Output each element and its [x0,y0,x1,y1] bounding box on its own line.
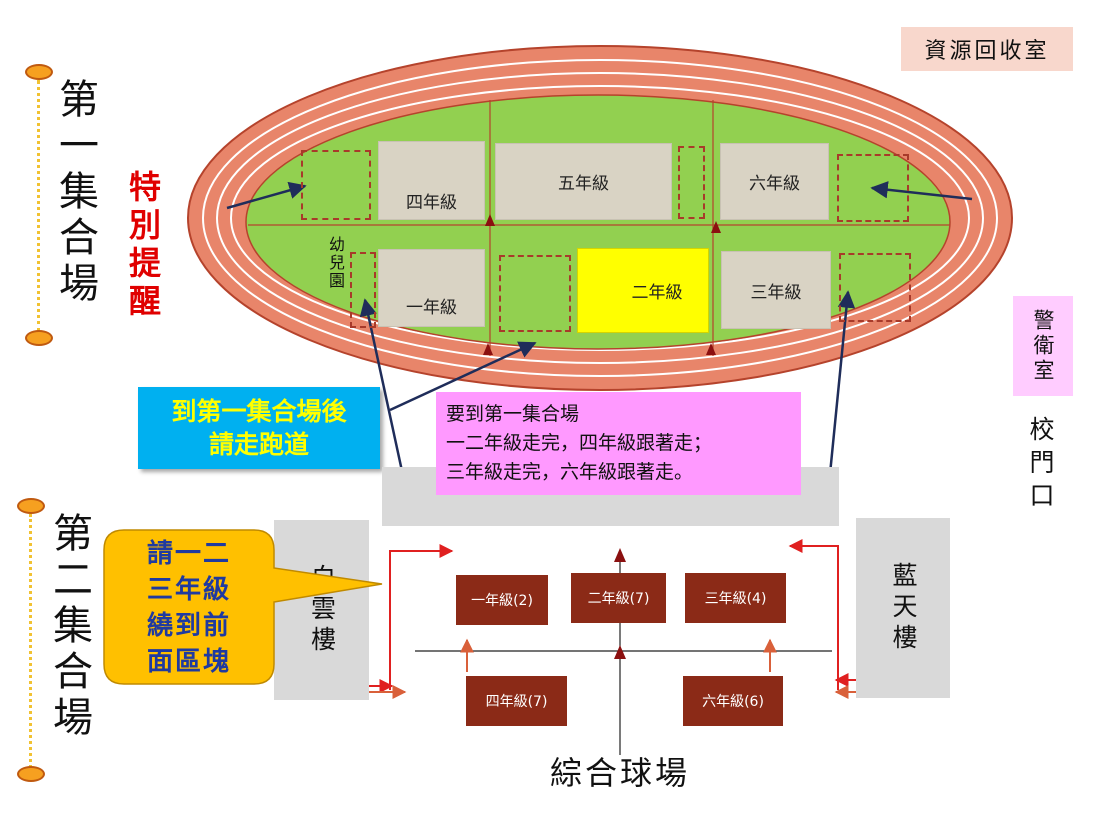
left-ornament-top [25,64,55,348]
building-right: 藍天樓 [856,518,950,698]
court-grade6: 六年級(6) [683,676,783,726]
kindergarten-label: 幼兒園 [326,236,345,290]
dashed-area-left-top [301,150,371,220]
court-grade1: 一年級(2) [456,575,548,625]
field-grade2: 二年級 [577,248,709,333]
bubble-line4: 面區塊 [146,647,231,677]
dashed-area-kinder [350,252,376,328]
recycle-room-label: 資源回收室 [901,27,1073,71]
speech-bubble-shape [103,529,383,685]
dashed-area-right-top [837,154,909,222]
track-callout-line2: 請走跑道 [208,430,309,459]
route-callout: 要到第一集合場 一二年級走完，四年級跟著走； 三年級走完，六年級跟著走。 [436,392,801,495]
assembly1-label: 第一集合場 [52,78,98,308]
track-callout-line1: 到第一集合場後 [171,397,347,426]
field-grade5: 五年級 [495,143,672,220]
left-ornament-bottom [17,498,47,784]
speech-bubble-text: 請一二 三年級 繞到前 面區塊 [106,534,272,682]
bubble-line2: 三年級 [146,575,231,605]
route-callout-line3: 三年級走完，六年級跟著走。 [446,461,694,483]
court-grade2: 二年級(7) [571,573,666,623]
assembly2-label: 第二集合場 [46,512,92,742]
route-callout-line1: 要到第一集合場 [446,403,580,425]
field-grade4: 四年級 [378,141,485,220]
dashed-area-mid-bottom [499,255,571,332]
building-left: 白雲樓 [274,520,369,700]
dashed-area-mid-top [678,146,705,219]
school-gate-label: 校門口 [1026,416,1055,515]
guard-room-label: 警衛室 [1013,296,1073,396]
court-label: 綜合球場 [549,754,690,792]
field-grade6: 六年級 [720,143,829,220]
field-grade1: 一年級 [378,249,485,327]
field-grade3: 三年級 [721,251,831,329]
special-note-label: 特別提醒 [124,170,162,322]
court-grade4: 四年級(7) [466,676,567,726]
dashed-area-right-bottom [839,253,911,322]
bubble-line1: 請一二 [146,539,231,569]
bubble-line3: 繞到前 [146,611,231,641]
court-grade3: 三年級(4) [685,573,786,623]
route-callout-line2: 一二年級走完，四年級跟著走； [446,432,713,454]
track-callout: 到第一集合場後 請走跑道 [138,387,380,469]
